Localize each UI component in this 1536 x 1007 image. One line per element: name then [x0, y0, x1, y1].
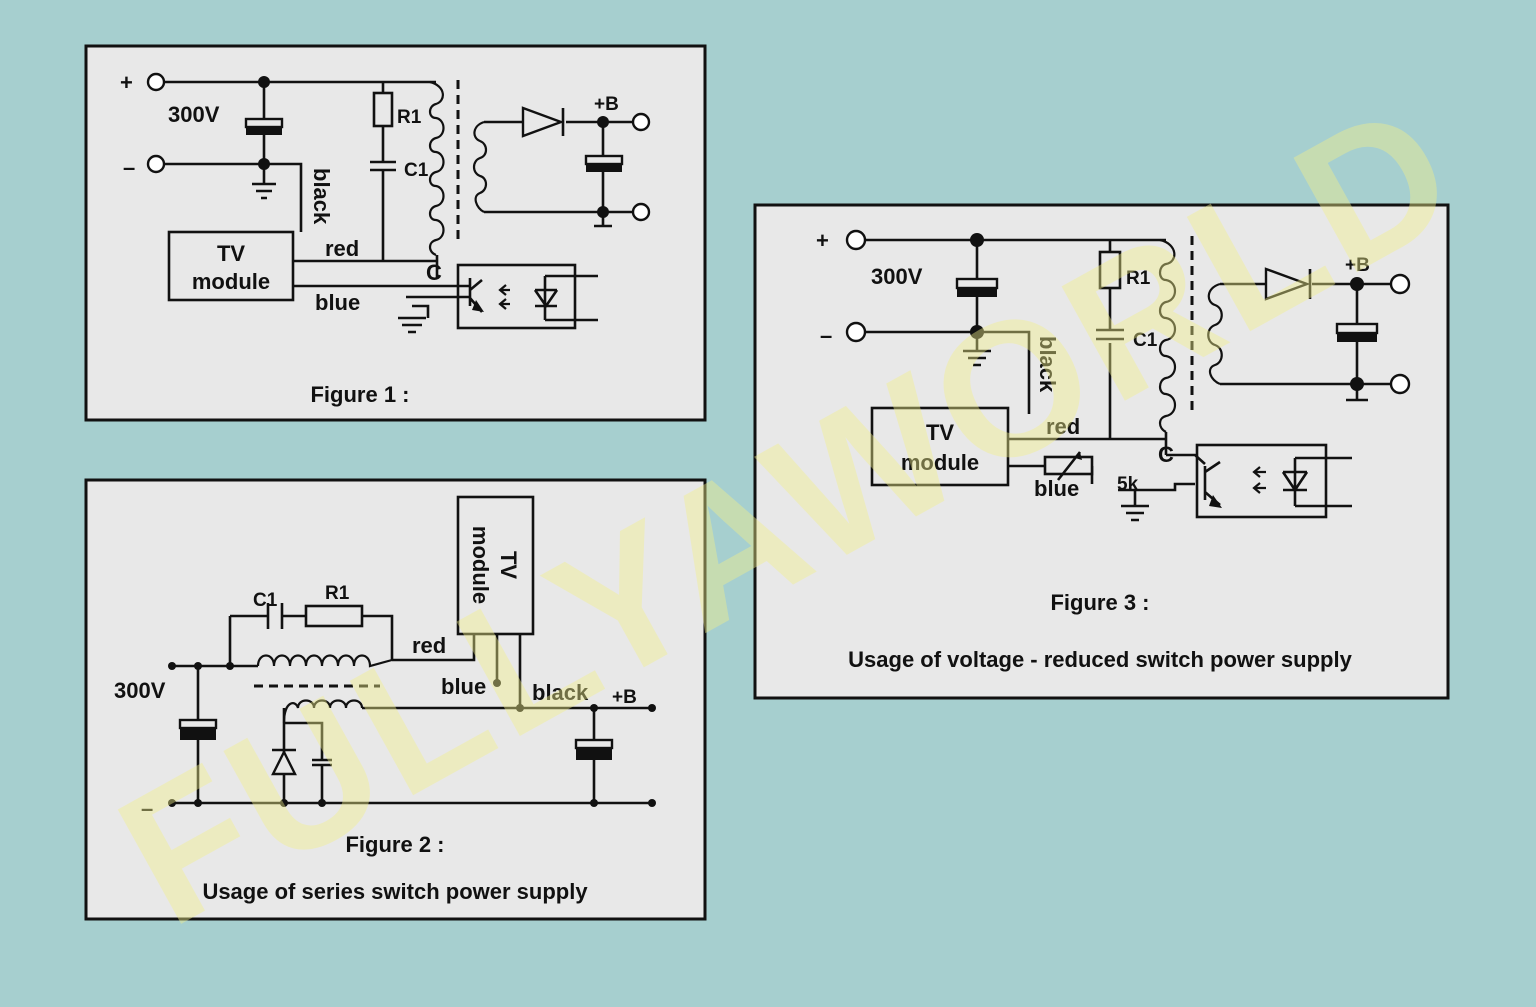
minus-label: –: [141, 796, 153, 821]
secondary-winding: [472, 120, 488, 213]
tv-module-label-line1: TV: [496, 551, 521, 579]
primary-winding: [428, 80, 445, 257]
blue-wire-label: blue: [441, 674, 486, 699]
ground-symbol: [963, 349, 991, 367]
voltage-label: 300V: [114, 678, 166, 703]
capacitor-c1: [1096, 328, 1124, 341]
output-capacitor: [574, 738, 614, 760]
figure-3-caption: Figure 3 :: [1050, 590, 1149, 615]
capacitor-c1: [266, 603, 284, 629]
rectifier-diode: [1264, 267, 1312, 301]
tv-module-box: [167, 230, 295, 302]
terminal-plus: [845, 229, 867, 251]
terminal-output-return: [631, 202, 651, 222]
terminal-plus-b: [631, 112, 651, 132]
r1-label: R1: [1126, 268, 1151, 289]
feedback-winding: [282, 699, 364, 724]
voltage-label: 300V: [871, 264, 923, 289]
terminal-plus-b: [1389, 273, 1411, 295]
plus-label: +: [816, 228, 829, 253]
black-wire-label: black: [309, 168, 334, 225]
tv-module-box: [456, 495, 535, 636]
tv-module-box: [870, 406, 1010, 487]
figure-2-panel: [84, 478, 707, 921]
rectifier-diode: [521, 106, 565, 138]
figure-1: + – 300V R1 C1 +B black red blue C TV mo…: [84, 44, 707, 422]
c1-label: C1: [404, 160, 429, 181]
plus-b-label: +B: [612, 687, 637, 708]
red-wire-label: red: [325, 236, 359, 261]
tv-module-label-line2: module: [192, 269, 270, 294]
plus-b-label: +B: [594, 94, 619, 115]
tv-module-label-line2: module: [901, 450, 979, 475]
plus-b-label: +B: [1345, 255, 1370, 276]
optocoupler: [398, 263, 598, 334]
r1-label: R1: [325, 583, 350, 604]
output-capacitor: [584, 154, 624, 172]
resistor-r1: [1098, 250, 1122, 290]
input-capacitor: [178, 718, 218, 740]
red-wire-label: red: [1046, 414, 1080, 439]
tv-module-label-line1: TV: [926, 420, 954, 445]
capacitor-c-filter: [955, 277, 999, 297]
primary-winding: [1158, 238, 1177, 433]
black-wire-label: black: [532, 680, 589, 705]
figure-3: + – 300V R1 C1 +B black red blue C 5k TV…: [753, 203, 1450, 700]
potentiometer-5k: [1043, 451, 1094, 481]
voltage-label: 300V: [168, 102, 220, 127]
blue-wire-label: blue: [1034, 476, 1079, 501]
capacitor-c-filter: [244, 117, 284, 135]
freewheel-diode: [271, 748, 297, 776]
figure-2: TV module C1 R1 300V – red blue black +B…: [84, 478, 707, 921]
secondary-winding: [1207, 282, 1223, 386]
c-label: C: [1158, 442, 1174, 467]
ground-symbol: [252, 182, 276, 200]
terminal-minus: [845, 321, 867, 343]
figure-3-subtitle: Usage of voltage - reduced switch power …: [848, 647, 1352, 672]
resistor-r1: [372, 91, 394, 128]
black-wire-label: black: [1035, 336, 1060, 393]
figure-1-caption: Figure 1 :: [310, 382, 409, 407]
minus-label: –: [123, 155, 135, 180]
optocoupler: [1166, 443, 1352, 519]
tv-module-label-line2: module: [468, 526, 493, 604]
r1-label: R1: [397, 107, 422, 128]
c1-label: C1: [253, 590, 278, 611]
snubber-capacitor: [312, 758, 332, 767]
c-label: C: [426, 260, 442, 285]
plus-label: +: [120, 70, 133, 95]
resistor-5k-label: 5k: [1117, 474, 1139, 495]
red-wire-label: red: [412, 633, 446, 658]
terminal-output-return: [1389, 373, 1411, 395]
terminal-plus: [146, 72, 166, 92]
c1-label: C1: [1133, 330, 1158, 351]
tv-module-label-line1: TV: [217, 241, 245, 266]
terminal-minus: [146, 154, 166, 174]
blue-wire-label: blue: [315, 290, 360, 315]
figure-2-caption: Figure 2 :: [345, 832, 444, 857]
resistor-r1: [304, 604, 364, 628]
output-capacitor: [1335, 322, 1379, 342]
figure-2-subtitle: Usage of series switch power supply: [202, 879, 588, 904]
minus-label: –: [820, 323, 832, 348]
ground-symbol-2: [1121, 504, 1149, 522]
series-inductor: [256, 654, 393, 668]
